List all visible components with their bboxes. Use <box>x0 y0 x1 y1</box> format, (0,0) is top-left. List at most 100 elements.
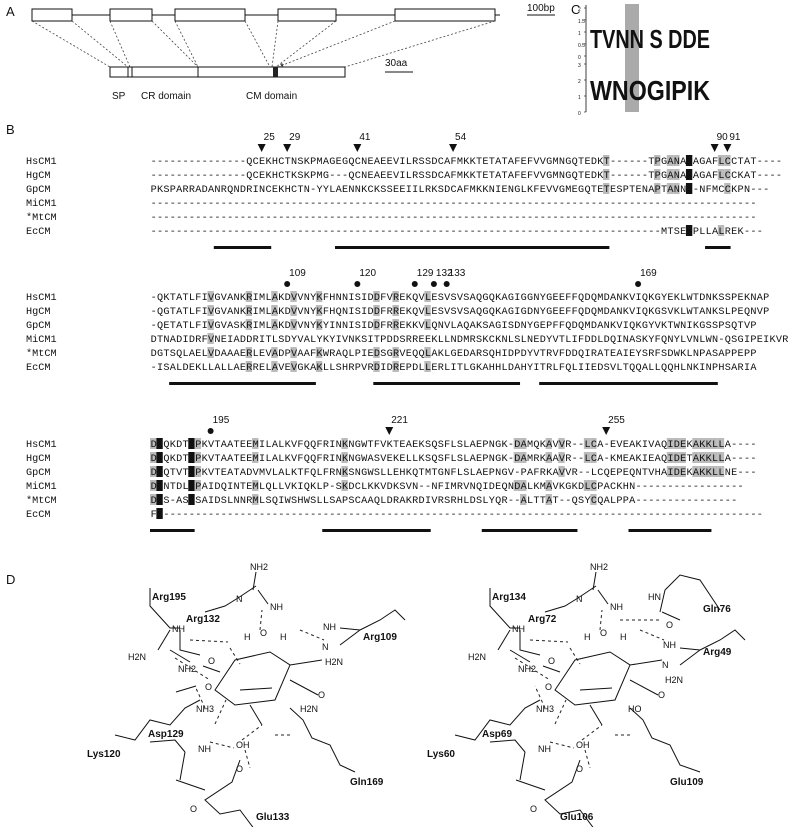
conservation-shade <box>392 291 399 302</box>
residue: P <box>195 482 201 493</box>
residue: W <box>285 496 292 507</box>
residue: L <box>227 496 233 507</box>
residue: A <box>470 293 477 304</box>
residue: - <box>604 510 610 521</box>
residue: R <box>412 157 418 168</box>
residue: - <box>661 213 667 224</box>
residue: - <box>297 213 303 224</box>
residue: Q <box>661 454 667 465</box>
residue: L <box>463 363 469 374</box>
residue: S <box>463 468 469 479</box>
residue: L <box>316 482 322 493</box>
arg195-label: Arg195 <box>152 592 186 603</box>
residue: A <box>431 349 438 360</box>
residue: L <box>278 482 284 493</box>
residue: N <box>342 321 348 332</box>
residue: K <box>597 157 604 168</box>
residue: - <box>546 199 552 210</box>
residue: G <box>482 307 488 318</box>
residue: S <box>361 335 367 346</box>
residue: D <box>521 349 527 360</box>
sequence-name: GpCM <box>26 321 50 332</box>
residue: K <box>635 454 642 465</box>
residue: R <box>195 335 201 346</box>
left-o-carbonyl: O <box>208 656 215 666</box>
residue: I <box>642 454 648 465</box>
residue: E <box>482 468 488 479</box>
residue: - <box>712 199 718 210</box>
residue: D <box>202 185 208 196</box>
residue: C <box>591 496 597 507</box>
residue: - <box>234 227 240 238</box>
residue: K <box>202 468 209 479</box>
residue: V <box>546 185 553 196</box>
residue: - <box>687 496 693 507</box>
residue: A <box>208 185 215 196</box>
residue: - <box>380 213 386 224</box>
residue: P <box>750 349 756 360</box>
residue: L <box>718 227 724 238</box>
residue: P <box>718 321 724 332</box>
residue: - <box>214 199 220 210</box>
residue: W <box>361 440 368 451</box>
conservation-shade <box>207 305 214 316</box>
residue: G <box>521 307 527 318</box>
residue: E <box>476 440 482 451</box>
residue: A <box>470 321 477 332</box>
residue: F <box>463 185 469 196</box>
residue: Y <box>316 185 322 196</box>
residue: Q <box>565 321 571 332</box>
residue: R <box>546 349 552 360</box>
residue: - <box>642 157 648 168</box>
residue: - <box>725 199 731 210</box>
position-number: 255 <box>608 415 625 426</box>
residue: E <box>399 293 405 304</box>
residue: F <box>202 335 208 346</box>
residue: - <box>495 227 501 238</box>
residue: - <box>214 227 220 238</box>
right-nh-arg49: NH <box>663 640 676 650</box>
right-hn-gln76: HN <box>648 592 661 602</box>
residue: T <box>234 440 240 451</box>
residue: Q <box>310 454 316 465</box>
position-dot <box>354 281 361 287</box>
residue: V <box>176 468 183 479</box>
residue: - <box>661 199 667 210</box>
residue: S <box>387 185 393 196</box>
residue: E <box>393 185 399 196</box>
residue: - <box>623 157 629 168</box>
residue: K <box>463 157 470 168</box>
residue: F <box>655 349 661 360</box>
residue: - <box>285 510 291 521</box>
residue: E <box>540 185 546 196</box>
residue: - <box>648 496 654 507</box>
residue: Q <box>629 363 635 374</box>
residue: - <box>629 171 635 182</box>
residue: I <box>635 307 641 318</box>
residue: F <box>323 468 329 479</box>
residue: E <box>629 349 635 360</box>
residue: G <box>699 321 705 332</box>
residue: V <box>508 468 515 479</box>
position-arrow <box>723 144 732 152</box>
residue: T <box>750 171 756 182</box>
residue: R <box>725 227 731 238</box>
conservation-shade <box>590 452 597 463</box>
residue: - <box>514 510 520 521</box>
residue: - <box>712 510 718 521</box>
conservation-shade <box>271 305 278 316</box>
conservation-shade <box>717 452 725 463</box>
residue: I <box>533 363 539 374</box>
residue: R <box>738 363 744 374</box>
residue: - <box>361 227 367 238</box>
residue: V <box>406 482 413 493</box>
exon-2 <box>109 8 153 22</box>
logo-top-letters: TVNN S DDE <box>590 24 710 54</box>
residue: F <box>514 157 520 168</box>
left-o-right: O <box>318 690 325 700</box>
residue: E <box>476 454 482 465</box>
residue: T <box>265 335 271 346</box>
residue: K <box>476 185 483 196</box>
residue: A <box>272 349 279 360</box>
residue: N <box>304 185 310 196</box>
